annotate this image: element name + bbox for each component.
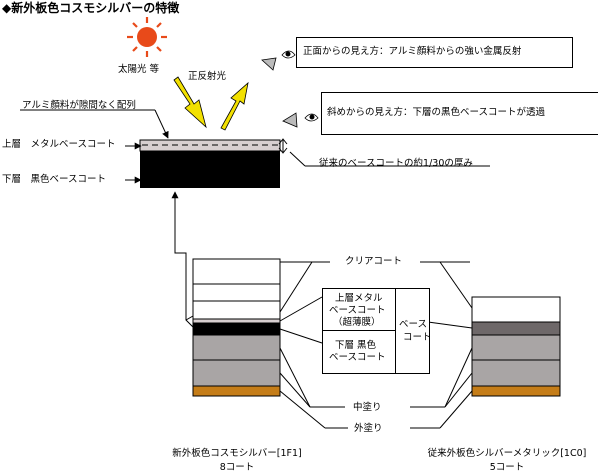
sun-label: 太陽光 等 (118, 64, 160, 75)
base-lower-line1: 下層 黒色 (335, 340, 377, 351)
thickness-leader (289, 151, 306, 167)
base-side-line1: ベース (399, 319, 428, 330)
outer-coat-label: 外塗り (354, 423, 383, 434)
oblique-eye-icon (282, 112, 319, 128)
front-view-box: 正面からの見え方：アルミ顔料からの強い金属反射 (296, 37, 573, 68)
alum-leader-arrow (154, 109, 169, 139)
base-upper-line2: ベースコート (329, 305, 386, 316)
upper-layer-label: 上層 メタルベースコート (2, 139, 116, 150)
lower-layer-label: 下層 黒色ベースコート (2, 174, 107, 185)
reflect-label: 正反射光 (188, 71, 227, 82)
base-lower-line2: ベースコート (329, 352, 386, 363)
lower-black-layer (140, 151, 280, 188)
front-eye-icon (261, 50, 296, 71)
page-title: ◆新外板色コスモシルバーの特徴 (2, 1, 180, 15)
oblique-view-box: 斜めからの見え方：下層の黒色ベースコートが透過 (321, 92, 598, 135)
right-caption-count: 5コート (489, 462, 525, 473)
left-caption-count: 8コート (219, 462, 255, 473)
base-upper-line1: 上層メタル (335, 293, 383, 304)
right-stack (471, 296, 561, 397)
reflected-light-arrow (220, 81, 249, 131)
left-caption-name: 新外板色コスモシルバー[1F1] (172, 448, 302, 459)
link-arrow (171, 191, 194, 328)
oblique-view-text: 斜めからの見え方：下層の黒色ベースコートが透過 (327, 107, 546, 118)
left-stack (192, 258, 281, 397)
incident-light-arrow (173, 76, 207, 129)
base-upper-cell: 上層メタル ベースコート （超薄膜） (323, 289, 396, 331)
base-side-line2: コート (403, 332, 432, 343)
base-coat-block: 上層メタル ベースコート （超薄膜） 下層 黒色 ベースコート ベース コート (322, 288, 432, 374)
front-view-text: 正面からの見え方：アルミ顔料からの強い金属反射 (303, 46, 522, 57)
mid-coat-label: 中塗り (353, 402, 382, 413)
clear-coat-label: クリアコート (345, 256, 403, 267)
sun-icon (127, 17, 167, 57)
callout-lines (279, 261, 473, 429)
thickness-note: 従来のベースコートの約1/30の厚み (319, 158, 473, 169)
right-caption-name: 従来外板色シルバーメタリック[1C0] (427, 448, 587, 459)
base-upper-line3: （超薄膜） (333, 317, 381, 328)
alum-note: アルミ顔料が隙間なく配列 (22, 100, 136, 111)
upper-metal-layer (139, 139, 281, 152)
base-lower-cell: 下層 黒色 ベースコート (323, 331, 396, 373)
